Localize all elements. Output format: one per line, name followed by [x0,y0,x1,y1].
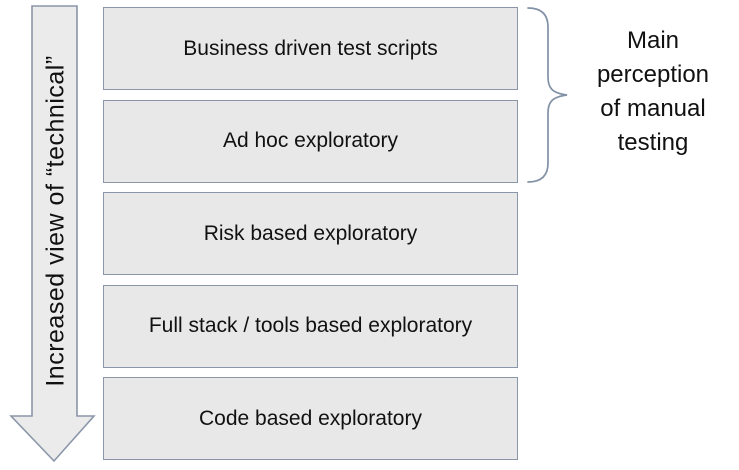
curly-brace-icon [527,7,568,183]
box-business-driven-test-scripts: Business driven test scripts [103,7,518,90]
brace-annotation: Main perception of manual testing [596,27,710,156]
arrow-axis-label: Increased view of “technical” [41,55,70,387]
box-code-based-exploratory: Code based exploratory [103,377,518,460]
box-full-stack-tools-based-exploratory: Full stack / tools based exploratory [103,284,518,368]
box-risk-based-exploratory: Risk based exploratory [103,192,518,275]
curly-brace-path [527,7,568,183]
down-arrow-icon [9,5,96,463]
down-arrow-shape [9,5,96,463]
box-ad-hoc-exploratory: Ad hoc exploratory [103,99,518,183]
box-stack: Business driven test scripts Ad hoc expl… [103,7,518,460]
